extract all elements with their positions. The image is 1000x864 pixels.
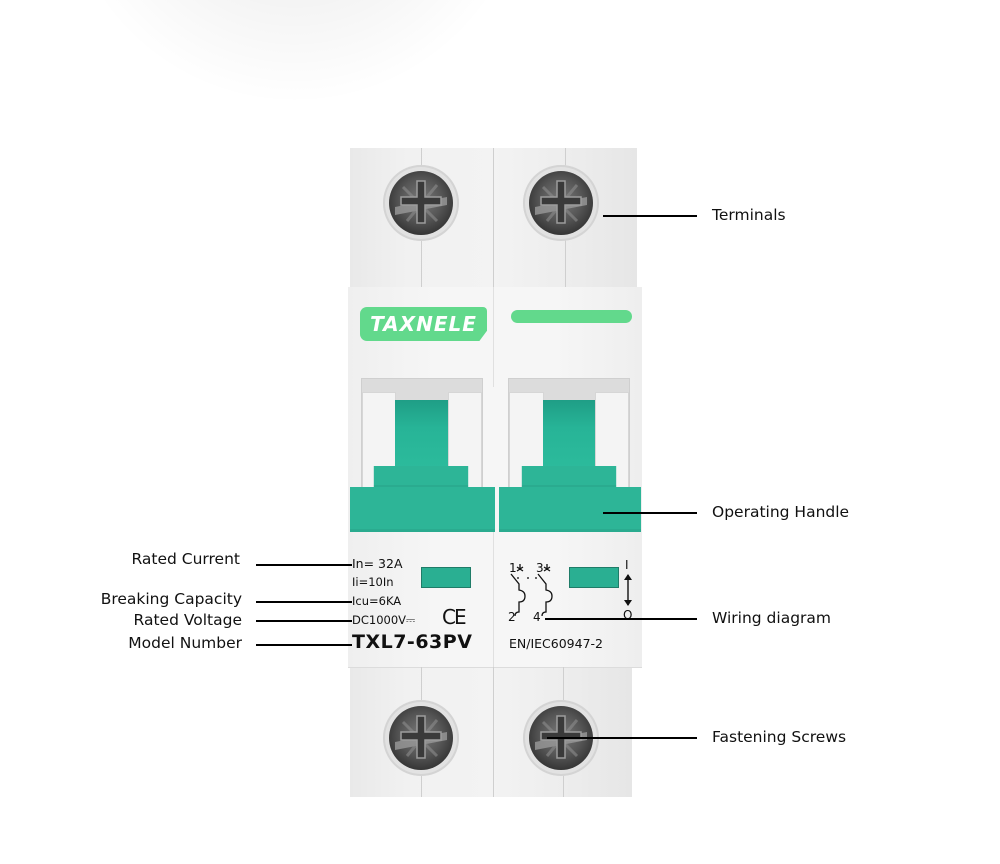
pole-divider [493, 287, 494, 387]
callout-line-rated-current [256, 564, 352, 566]
callout-line-breaking-capacity [256, 601, 352, 603]
rated-voltage-value: DC1000V⎓ [352, 613, 415, 628]
rated-voltage-text: DC1000V [352, 613, 407, 627]
instant-current-value: Ii=10In [352, 575, 394, 589]
pole-divider [493, 148, 494, 287]
terminal-3-label: 3 [536, 561, 544, 575]
callout-line-operating-handle [603, 512, 697, 514]
terminal-screw-top-left [383, 165, 459, 241]
callout-rated-current: Rated Current [131, 550, 240, 568]
operating-handle-right-stem[interactable] [543, 400, 595, 470]
ce-mark-icon: CE [442, 605, 467, 629]
screw-icon [389, 171, 453, 235]
callout-operating-handle: Operating Handle [712, 503, 850, 521]
screw-icon [389, 706, 453, 770]
callout-terminals: Terminals [712, 206, 786, 224]
terminal-1-label: 1 [509, 561, 517, 575]
operating-handle-right[interactable] [499, 487, 641, 532]
terminal-2-label: 2 [508, 610, 516, 624]
standard-label: EN/IEC60947-2 [509, 636, 604, 651]
status-window-right [569, 567, 619, 588]
on-mark: I [625, 558, 629, 572]
terminal-screw-top-right [523, 165, 599, 241]
status-window-left [421, 567, 471, 588]
callout-line-terminals [603, 215, 697, 217]
model-number: TXL7-63PV [352, 631, 473, 653]
brand-logo: TAXNELE [360, 307, 487, 341]
breaking-capacity-value: Icu=6KA [352, 594, 402, 608]
wiring-diagram-icon [510, 564, 553, 617]
callout-line-model-number [256, 644, 352, 646]
callout-fastening-screws: Fastening Screws [712, 728, 847, 746]
operating-handle-left-stem[interactable] [395, 400, 448, 470]
callout-line-rated-voltage [256, 620, 352, 622]
off-mark: O [623, 608, 633, 622]
status-stripe [511, 310, 632, 323]
pole-divider [493, 530, 494, 667]
brand-name: TAXNELE [370, 312, 477, 336]
callout-line-wiring-diagram [545, 618, 697, 620]
screw-icon [529, 171, 593, 235]
terminal-4-label: 4 [533, 610, 541, 624]
rated-current-value: In= 32A [352, 556, 403, 571]
dc-symbol-icon: ⎓ [406, 613, 416, 627]
callout-line-fastening-screws [547, 737, 697, 739]
pole-divider [493, 667, 494, 797]
callout-breaking-capacity: Breaking Capacity [100, 590, 242, 608]
operating-handle-right-step[interactable] [510, 466, 628, 488]
callout-rated-voltage: Rated Voltage [133, 611, 242, 629]
callout-model-number: Model Number [128, 634, 242, 652]
fastening-screw-bottom-left [383, 700, 459, 776]
operating-handle-left-step[interactable] [362, 466, 480, 488]
callout-wiring-diagram: Wiring diagram [712, 609, 832, 627]
operating-handle-left[interactable] [350, 487, 495, 532]
on-off-arrow-icon [624, 574, 632, 606]
